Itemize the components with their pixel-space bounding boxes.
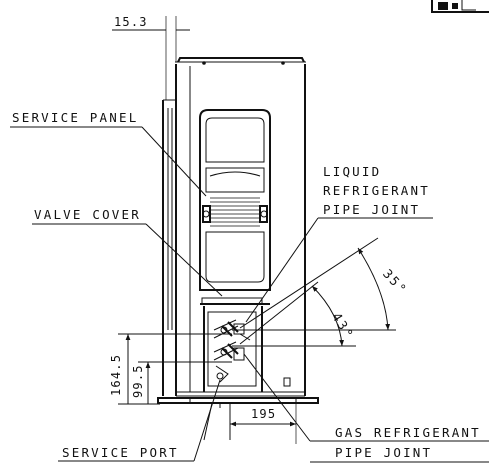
- dim-width-bottom: 195: [251, 407, 276, 421]
- service-panel-label: SERVICE PANEL: [12, 110, 138, 125]
- dim-height-lower: 99.5: [131, 364, 145, 398]
- dimension-width-bottom: 195: [230, 404, 297, 444]
- angle-lower-label: 43°: [329, 310, 357, 343]
- dimension-height-upper: 164.5: [109, 333, 232, 405]
- service-port-label: SERVICE PORT: [62, 445, 179, 460]
- leader-service-port: SERVICE PORT: [58, 379, 221, 462]
- liquid-label-line3: PIPE JOINT: [323, 202, 420, 217]
- leader-liquid-joint: LIQUID REFRIGERANT PIPE JOINT: [245, 164, 433, 323]
- service-panel-shape: [199, 109, 271, 291]
- leader-valve-cover: VALVE COVER: [32, 207, 223, 297]
- dimension-top-offset: 15.3: [112, 15, 190, 100]
- liquid-label-line1: LIQUID: [323, 164, 381, 179]
- angle-lines: 35° 43°: [232, 237, 411, 347]
- liquid-label-line2: REFRIGERANT: [323, 183, 430, 198]
- angle-upper-label: 35°: [380, 266, 411, 298]
- panel-grille: [210, 197, 260, 227]
- dimension-height-lower: 99.5: [131, 361, 232, 404]
- valve-cover-shape: [200, 297, 291, 392]
- leader-service-panel: SERVICE PANEL: [10, 110, 207, 197]
- unit-body: [157, 57, 319, 441]
- dim-height-upper: 164.5: [109, 354, 123, 396]
- valve-cover-label: VALVE COVER: [34, 207, 141, 222]
- gas-pipe-joint: [213, 341, 245, 383]
- gas-label-line2: PIPE JOINT: [335, 445, 432, 460]
- corner-thumbnail: [431, 0, 489, 13]
- dim-top-offset: 15.3: [114, 15, 148, 29]
- gas-label-line1: GAS REFRIGERANT: [335, 425, 481, 440]
- leader-gas-joint: GAS REFRIGERANT PIPE JOINT: [243, 353, 489, 463]
